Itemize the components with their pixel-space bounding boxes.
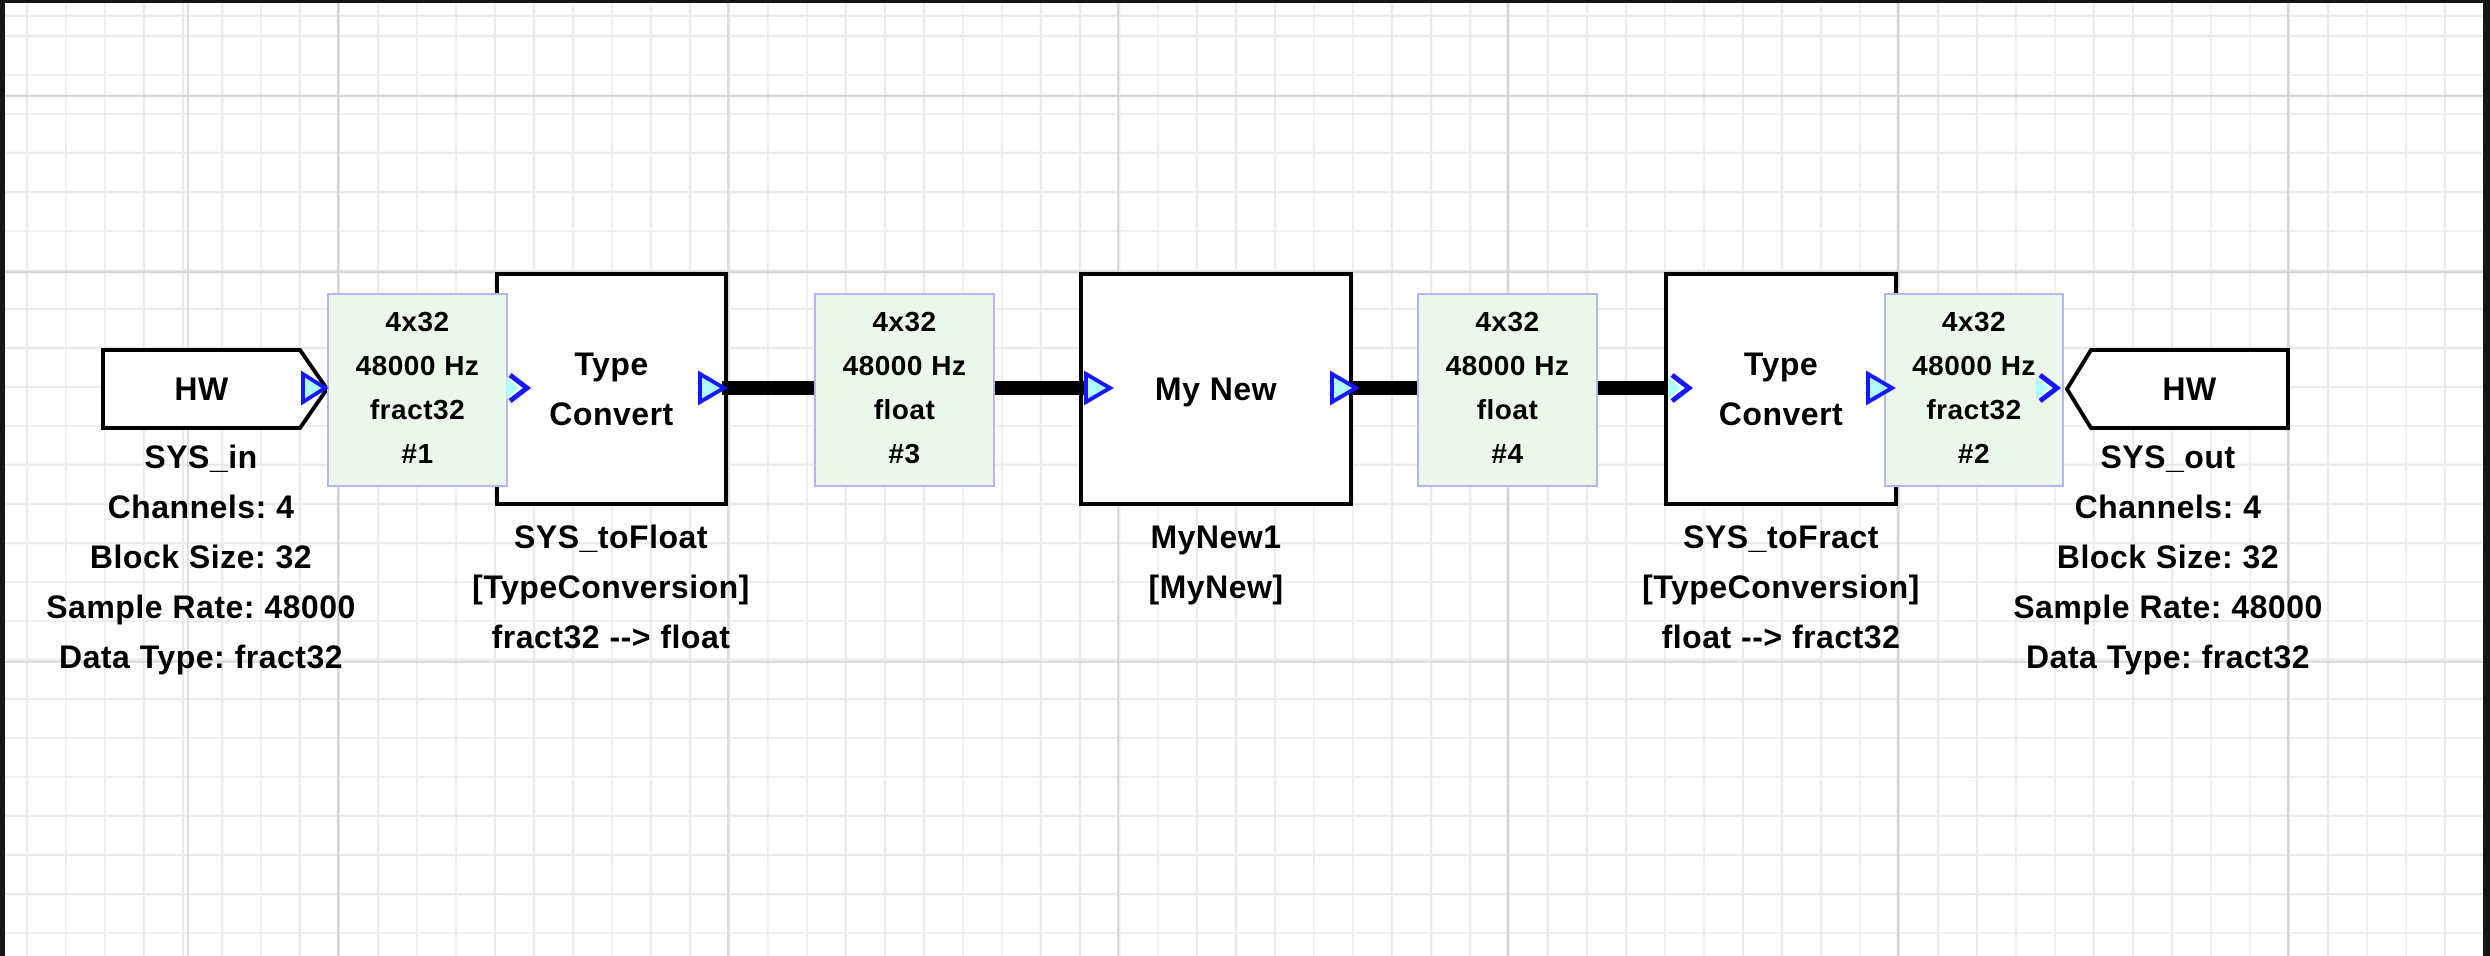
tofloat-input-pin-icon[interactable] — [506, 377, 519, 399]
hw-output-label-stack: SYS_out Channels: 4 Block Size: 32 Sampl… — [1908, 432, 2428, 682]
node-conversion: fract32 --> float — [491, 619, 731, 655]
block-mynew1[interactable]: My New — [1079, 272, 1353, 506]
wire-number: #2 — [1957, 438, 1991, 469]
hw-input-pentagon[interactable] — [101, 348, 330, 430]
mynew-output-pin-icon[interactable] — [1330, 370, 1360, 406]
wire-type: fract32 — [1926, 394, 2022, 425]
node-conversion: float --> fract32 — [1661, 619, 1901, 655]
node-datatype: Data Type: fract32 — [58, 639, 344, 675]
mynew-input-pin-icon[interactable] — [1084, 370, 1114, 406]
frame-left-border — [0, 0, 5, 956]
tofract-input-pin-chevron-icon[interactable] — [1670, 373, 1694, 403]
mynew-label-stack: MyNew1 [MyNew] — [956, 512, 1476, 612]
block-title: My New — [1154, 371, 1278, 407]
node-channels: Channels: 4 — [107, 489, 295, 525]
node-datatype: Data Type: fract32 — [2025, 639, 2311, 675]
node-class: [TypeConversion] — [1642, 569, 1920, 605]
wire-tofloat-to-w3[interactable] — [722, 381, 818, 395]
tofract-output-pin-icon[interactable] — [1866, 370, 1896, 406]
wire-type: fract32 — [369, 394, 466, 425]
node-name: SYS_toFloat — [514, 519, 708, 555]
frame-top-border — [0, 0, 2490, 3]
node-class: [TypeConversion] — [472, 569, 750, 605]
wire-w3-to-mynew[interactable] — [992, 381, 1090, 395]
wire-number: #3 — [888, 438, 921, 469]
tofract-label-stack: SYS_toFract [TypeConversion] float --> f… — [1521, 512, 2041, 662]
wire-type: float — [1476, 394, 1539, 425]
wire-info-box-2[interactable]: 4x32 48000 Hz fract32 #2 — [1884, 293, 2064, 487]
frame-right-border — [2483, 0, 2490, 956]
wire-size: 4x32 — [1475, 306, 1540, 337]
wire-type: float — [873, 394, 936, 425]
wire-size: 4x32 — [872, 306, 937, 337]
node-class: [MyNew] — [1148, 569, 1284, 605]
block-title: Type Convert — [1718, 346, 1844, 432]
wire-rate: 48000 Hz — [1445, 350, 1570, 381]
wire-w4-to-tofract[interactable] — [1596, 381, 1666, 395]
node-channels: Channels: 4 — [2074, 489, 2262, 525]
node-blocksize: Block Size: 32 — [89, 539, 313, 575]
wire-rate: 48000 Hz — [842, 350, 967, 381]
node-name: MyNew1 — [1150, 519, 1282, 555]
tofloat-output-pin-icon[interactable] — [698, 370, 728, 406]
node-blocksize: Block Size: 32 — [2056, 539, 2280, 575]
hw-output-pentagon[interactable] — [2064, 348, 2290, 430]
tofloat-input-pin-chevron-icon[interactable] — [508, 373, 532, 403]
wire-rate: 48000 Hz — [355, 350, 480, 381]
hw-output-title: HW — [2162, 370, 2217, 407]
hw-input-title: HW — [174, 370, 229, 407]
node-name: SYS_out — [2100, 439, 2236, 475]
wire-size: 4x32 — [1941, 306, 2007, 337]
block-sys-tofract[interactable]: Type Convert — [1664, 272, 1898, 506]
wire-rate: 48000 Hz — [1912, 350, 2036, 381]
hw-output-input-pin-chevron-icon[interactable] — [2038, 373, 2062, 403]
wire-info-box-3[interactable]: 4x32 48000 Hz float #3 — [814, 293, 995, 487]
tofract-input-pin-icon[interactable] — [1668, 377, 1681, 399]
hw-input-output-pin-icon[interactable] — [301, 370, 329, 406]
wire-mynew-to-w4[interactable] — [1352, 381, 1420, 395]
block-sys-tofloat[interactable]: Type Convert — [495, 272, 728, 506]
wire-number: #1 — [401, 438, 434, 469]
block-title: Type Convert — [549, 346, 674, 432]
node-samplerate: Sample Rate: 48000 — [46, 589, 356, 625]
wire-info-box-4[interactable]: 4x32 48000 Hz float #4 — [1417, 293, 1598, 487]
node-name: SYS_toFract — [1683, 519, 1879, 555]
wire-size: 4x32 — [385, 306, 450, 337]
hw-output-input-pin-icon[interactable] — [2036, 377, 2049, 399]
node-name: SYS_in — [144, 439, 258, 475]
tofloat-label-stack: SYS_toFloat [TypeConversion] fract32 -->… — [351, 512, 871, 662]
wire-number: #4 — [1491, 438, 1524, 469]
hw-input-label-stack: SYS_in Channels: 4 Block Size: 32 Sample… — [0, 432, 461, 682]
wire-info-box-1[interactable]: 4x32 48000 Hz fract32 #1 — [327, 293, 508, 487]
node-samplerate: Sample Rate: 48000 — [2013, 589, 2323, 625]
